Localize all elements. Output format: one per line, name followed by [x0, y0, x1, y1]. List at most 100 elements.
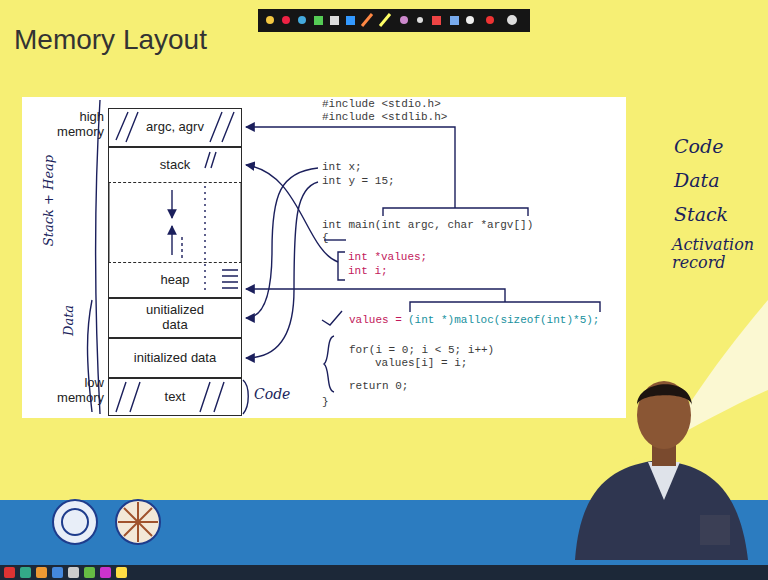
slide-background	[4, 567, 15, 578]
pen-annotations	[222, 270, 238, 288]
slide-background	[450, 16, 459, 25]
stack-segment: stack	[108, 147, 242, 183]
handwritten-note: Code	[674, 136, 723, 158]
presenter-figure	[637, 381, 691, 449]
handwritten-note: Data	[674, 170, 720, 192]
slide-background	[68, 567, 79, 578]
text-segment: text	[108, 378, 242, 416]
pen-annotations	[181, 236, 182, 258]
slide-background	[400, 16, 408, 24]
handwritten-note: Code	[254, 386, 290, 402]
heap-segment: heap	[108, 262, 242, 298]
memory-bound: high memory	[40, 110, 104, 140]
pen-annotations	[338, 252, 345, 280]
slide-background	[486, 16, 494, 24]
slide-background	[53, 500, 160, 544]
pen-annotations	[243, 380, 248, 414]
memory-bound: low memory	[36, 376, 104, 406]
handwritten-note: Stack + Heap	[42, 155, 57, 246]
pen-annotations	[88, 100, 601, 414]
pen-annotations	[246, 165, 338, 262]
slide-background	[118, 502, 158, 542]
slide-background	[282, 16, 290, 24]
code-line: int y = 15;	[322, 175, 395, 188]
pen-annotations	[324, 239, 346, 240]
pen-annotations	[88, 300, 93, 412]
pen-annotations	[383, 208, 528, 216]
pen-annotations	[205, 152, 216, 168]
code-line: #include <stdio.h>	[322, 98, 441, 111]
presenter-figure	[648, 462, 680, 500]
slide-background	[36, 567, 47, 578]
code-line: }	[322, 396, 329, 409]
pen-annotations	[171, 190, 172, 218]
memory-figure	[241, 180, 243, 265]
memory-figure	[109, 180, 242, 265]
slide-background	[52, 567, 63, 578]
pen-annotations	[96, 100, 101, 414]
code-line: values[i] = i;	[375, 357, 467, 370]
slide-background	[330, 16, 339, 25]
pen-annotations	[171, 226, 172, 255]
pen-annotations	[116, 382, 224, 412]
slide-background	[346, 16, 355, 25]
handwritten-note: Data	[62, 305, 77, 336]
pen-annotations	[410, 302, 600, 312]
handwritten-note: Activation record	[672, 236, 760, 273]
slide-background	[116, 500, 160, 544]
handwritten-note: Stack	[674, 204, 728, 226]
slide-background	[466, 16, 474, 24]
slide-background	[417, 17, 423, 23]
pen-annotations	[246, 127, 455, 208]
slide-background	[62, 509, 88, 535]
slide-background	[432, 16, 441, 25]
pen-annotations	[246, 182, 318, 358]
slide-background	[380, 14, 390, 26]
memory-figure	[22, 97, 626, 418]
code-line: int main(int argc, char *argv[])	[322, 219, 533, 232]
code-line: return 0;	[349, 380, 408, 393]
slide-background	[266, 14, 517, 26]
code-line: int i;	[348, 265, 388, 278]
segment-label: initialized data	[134, 351, 216, 366]
slide-background	[298, 16, 306, 24]
pen-annotations	[204, 186, 205, 292]
code-line: (int *)malloc(sizeof(int)*5);	[408, 314, 599, 327]
slide-background	[258, 9, 530, 32]
bss-segment: unitialized data	[108, 298, 242, 338]
code-line: for(i = 0; i < 5; i++)	[349, 344, 494, 357]
slide-background	[84, 567, 95, 578]
segment-label: heap	[161, 273, 190, 288]
segment-label: unitialized data	[132, 303, 218, 333]
code-line: values =	[349, 314, 402, 327]
pen-annotations	[322, 311, 342, 325]
slide-background	[53, 500, 97, 544]
presenter-figure	[575, 460, 748, 560]
slide-background	[4, 567, 127, 578]
code-line: {	[322, 232, 329, 245]
slide-background	[266, 16, 274, 24]
slide-background	[20, 567, 31, 578]
slide-background	[116, 567, 127, 578]
slide-title: Memory Layout	[14, 24, 207, 56]
segment-label: stack	[160, 158, 190, 173]
args-segment: argc, agrv	[108, 108, 242, 147]
code-line: int *values;	[348, 251, 427, 264]
slide-background	[314, 16, 323, 25]
code-line: int x;	[322, 161, 362, 174]
pen-annotations	[324, 336, 334, 392]
pen-annotations	[116, 112, 234, 142]
memory-figure	[108, 180, 110, 265]
code-line: #include <stdlib.h>	[322, 111, 447, 124]
slide-background	[0, 565, 768, 580]
slide-background	[507, 15, 517, 25]
pen-annotations	[246, 289, 505, 302]
presenter-figure	[637, 384, 692, 405]
data-segment: initialized data	[108, 338, 242, 378]
pen-annotations	[246, 168, 318, 318]
segment-label: argc, agrv	[143, 120, 207, 135]
slide-background	[100, 567, 111, 578]
segment-label: text	[162, 390, 189, 405]
slide-background	[362, 14, 372, 26]
